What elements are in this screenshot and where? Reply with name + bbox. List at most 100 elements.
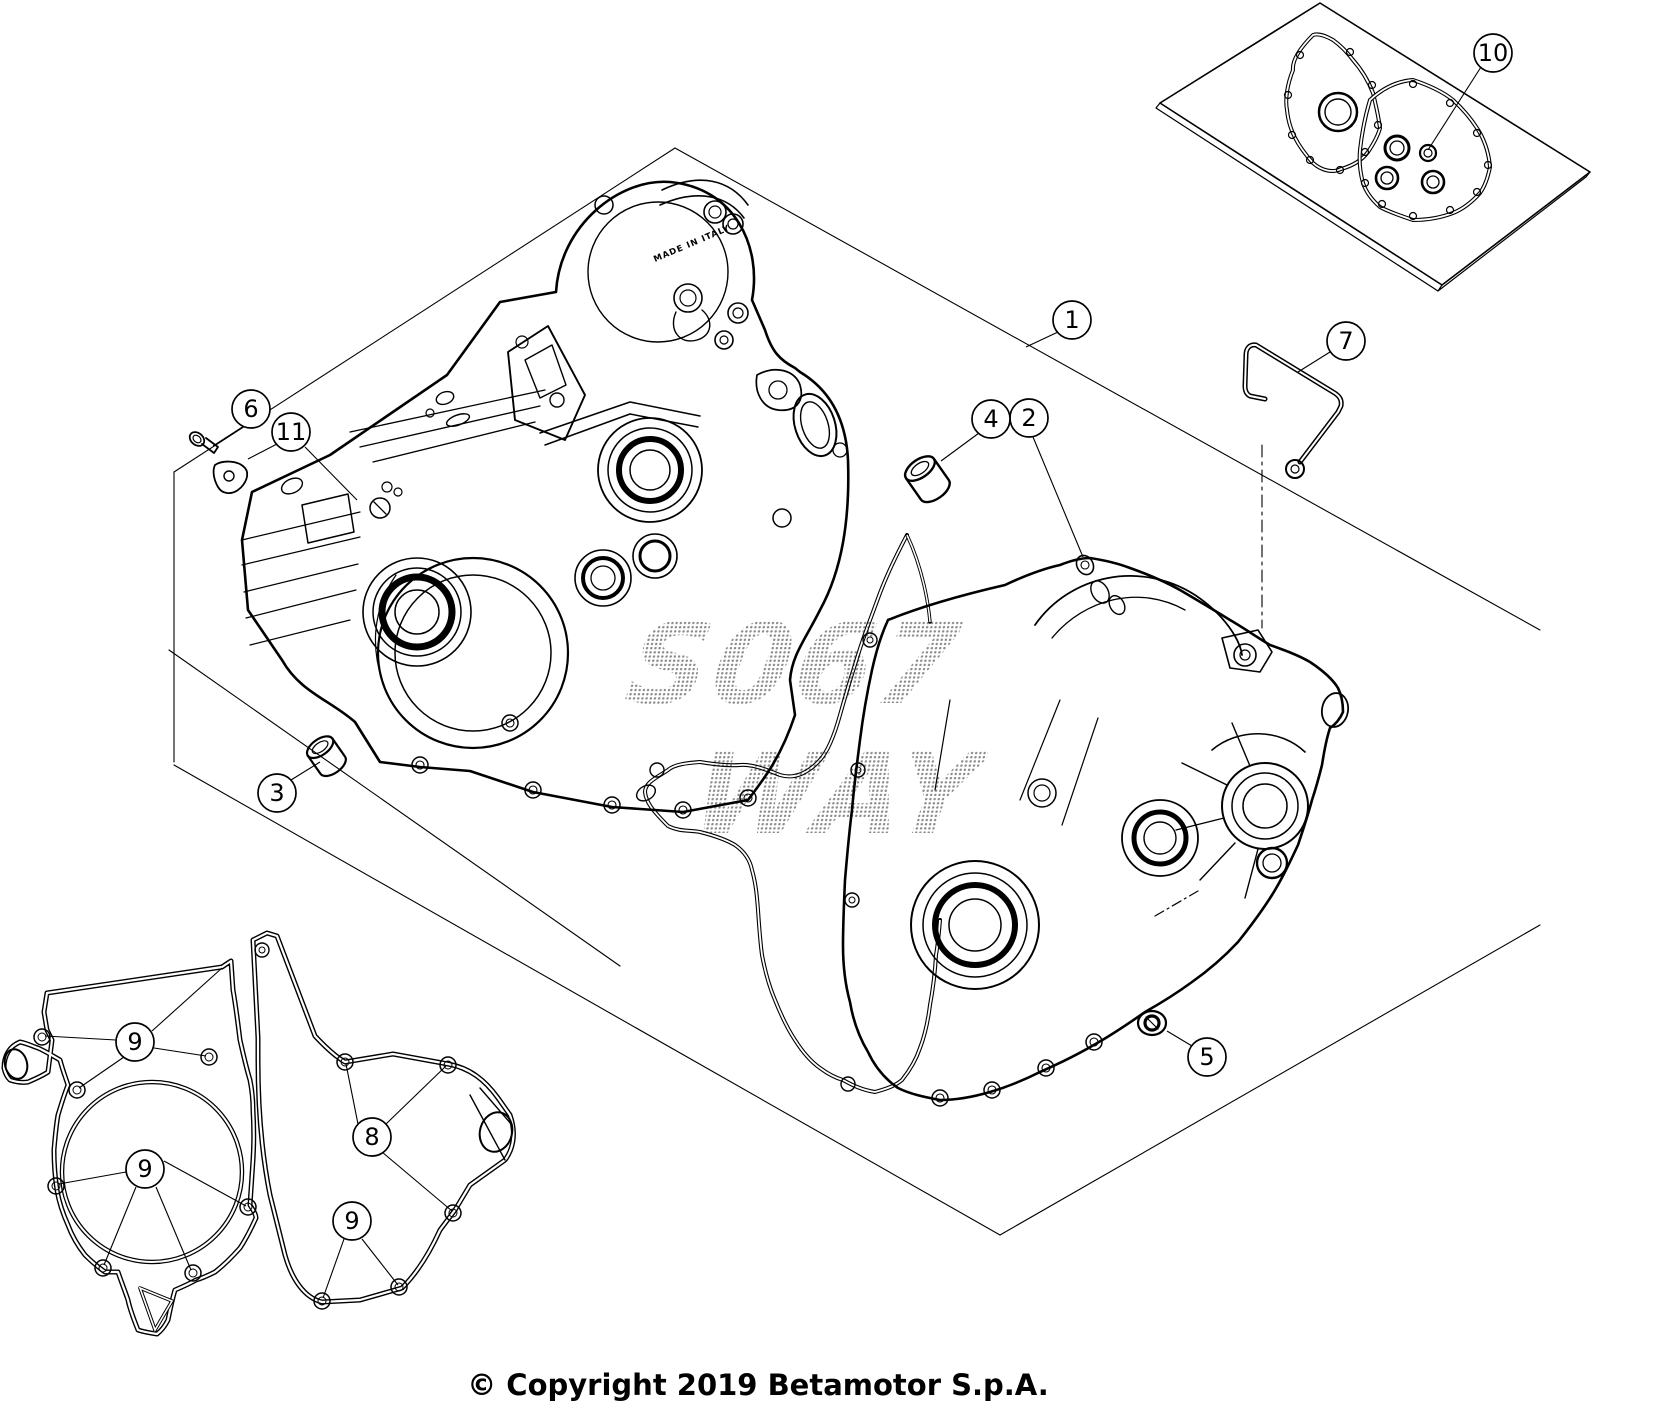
center-gasket-outline-inner [644, 534, 941, 1093]
rear-mount-bore-outer [792, 392, 838, 458]
callout-9c-leader [322, 1238, 345, 1299]
clutch-gasket-ear-hole [3, 1048, 29, 1080]
callout-5-leader [1166, 1030, 1193, 1047]
mount-beam [539, 401, 701, 446]
callout-9b-leader [58, 1171, 127, 1185]
gasket-ear-hole-b [1108, 594, 1126, 616]
center-gasket-slot-hole [635, 784, 657, 802]
callout-1[interactable] [1052, 300, 1092, 340]
callout-9b-leader [103, 1186, 137, 1266]
screw-6 [188, 431, 219, 454]
copyright-text: © Copyright 2019 Betamotor S.p.A. [467, 1368, 1049, 1402]
center-gasket-outline [643, 533, 942, 1094]
left-case-body [240, 180, 850, 814]
callout-11[interactable] [271, 412, 311, 452]
callout-8-label: 8 [364, 1123, 379, 1151]
ignition-gasket-ear-hole [478, 1111, 514, 1153]
callout-9a-label: 9 [127, 1028, 142, 1056]
box-edge-lower-b [173, 764, 1001, 1236]
callout-9a[interactable] [115, 1022, 155, 1062]
kit-gasket-bore-outer [1317, 91, 1359, 133]
top-bracket-bore-inner [1239, 649, 1251, 661]
callout-8-leader [345, 1063, 359, 1125]
center-gasket-right-edge-inner [906, 534, 931, 623]
callout-6[interactable] [231, 389, 271, 429]
mount-bracket-hole-2 [515, 335, 529, 349]
spline-stub-outer [1027, 778, 1057, 808]
callout-9a-leader [153, 1047, 207, 1057]
clutch-gasket-bolt-holes [33, 1028, 257, 1282]
left-case-flange-bolts [411, 714, 757, 819]
callout-3[interactable] [257, 773, 297, 813]
box-edge-lower-a [168, 649, 621, 967]
callout-11-leader [304, 446, 358, 501]
right-case-ribs [934, 699, 1099, 826]
callout-8-leader [385, 1065, 447, 1125]
callout-10[interactable] [1473, 33, 1513, 73]
kit-gasket-left-bolt-holes [1283, 47, 1383, 175]
callout-11-leader [247, 443, 278, 460]
callout-7-label: 7 [1338, 327, 1353, 355]
left-case-dome-hub-bore [679, 289, 697, 307]
centerline-small [1154, 890, 1199, 917]
callout-7[interactable] [1326, 321, 1366, 361]
callout-9b-leader [163, 1160, 247, 1207]
callout-9b[interactable] [125, 1149, 165, 1189]
screw-slot [373, 501, 387, 515]
deck-hole-b [425, 408, 435, 418]
box-edge-top-right [674, 147, 1541, 631]
top-bracket [1221, 629, 1273, 673]
callout-9c-leader [361, 1238, 399, 1286]
side-bolt-a [772, 508, 792, 528]
callout-9b-label: 9 [137, 1155, 152, 1183]
callout-7-leader [1297, 351, 1331, 373]
crank-boss-right-case [910, 860, 1040, 990]
transmission-bore [1121, 799, 1199, 877]
dome-bolt-bosses [594, 195, 749, 350]
kit-gasket-left [1284, 32, 1382, 173]
deck-hole-a [435, 390, 455, 406]
screw-head [369, 497, 391, 519]
crank-arch-inner [1051, 596, 1186, 639]
clutch-gasket-circle-inner [61, 1081, 243, 1263]
ignition-gasket-bolt-holes [254, 942, 462, 1310]
crank-bearing-left-case [597, 417, 703, 523]
right-case-body [841, 556, 1345, 1102]
right-case-bolts [844, 632, 1103, 1107]
gasket-ear-hole-a [1090, 580, 1110, 604]
plug-5 [1136, 1009, 1168, 1037]
ignition-gasket-outline [250, 930, 516, 1305]
callout-9c[interactable] [332, 1201, 372, 1241]
callout-4-label: 4 [983, 405, 998, 433]
kit-gasket-left-inner [1285, 33, 1381, 172]
made-in-italy-stamp: MADE IN ITALY [652, 223, 732, 264]
callout-2-label: 2 [1021, 404, 1036, 432]
left-case-dome-volute [672, 309, 711, 342]
callout-9c-label: 9 [344, 1207, 359, 1235]
bushing-4 [903, 455, 951, 504]
spline-stub-inner [1033, 784, 1051, 802]
block-ribs [241, 511, 361, 646]
callout-4[interactable] [971, 399, 1011, 439]
top-edge-bolt-ear [1075, 554, 1095, 576]
center-gasket-tab-hole [840, 1076, 856, 1092]
clutch-cover-gasket [1, 958, 259, 1337]
dome-strap [659, 179, 749, 219]
clutch-gasket-outline-inner [2, 959, 258, 1336]
callout-10-label: 10 [1478, 39, 1509, 67]
ignition-gasket-outline-inner [251, 931, 515, 1304]
left-case-dome-inner-rim [587, 201, 729, 343]
right-ear-bore [1320, 692, 1350, 728]
left-crankcase: MADE IN ITALY [240, 179, 850, 819]
callout-5[interactable] [1187, 1037, 1227, 1077]
callout-10-leader [1427, 66, 1482, 151]
callout-6-leader [212, 425, 245, 447]
top-edge-bolt-hole [1080, 560, 1090, 570]
gasket-kit-sheet [1155, 2, 1591, 292]
crank-arch [1034, 575, 1243, 656]
callout-8[interactable] [352, 1117, 392, 1157]
left-case-dome-hub [673, 283, 703, 313]
callout-9b-leader [155, 1186, 192, 1271]
bushing-3 [305, 735, 347, 778]
